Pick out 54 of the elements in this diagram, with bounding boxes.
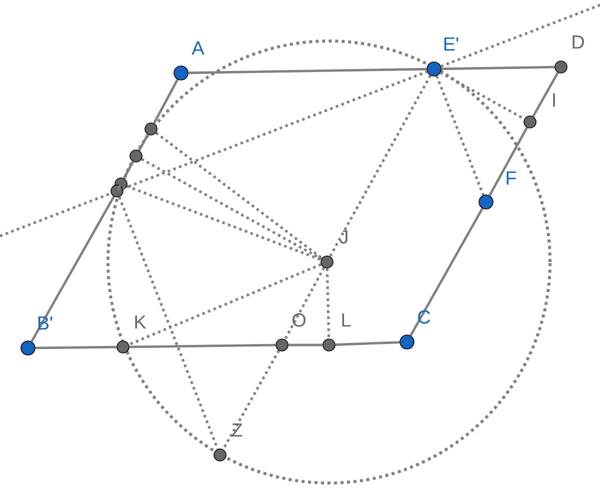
- point-label: B': [38, 316, 52, 330]
- point: [144, 122, 158, 136]
- dotted-line: [435, 75, 485, 196]
- dotted-line: [122, 70, 428, 190]
- point-label: J: [340, 230, 348, 244]
- segment: [441, 66, 555, 70]
- segment: [488, 127, 528, 196]
- point: [276, 338, 288, 352]
- segment: [30, 196, 115, 342]
- point: [426, 62, 442, 76]
- point: [554, 60, 568, 74]
- dotted-line: [326, 268, 330, 339]
- point-label: L: [342, 313, 351, 327]
- point: [20, 340, 36, 356]
- point-label: D: [572, 35, 584, 49]
- dotted-line: [140, 158, 322, 260]
- dotted-line: [440, 4, 600, 68]
- dotted-line: [155, 132, 323, 260]
- point-label: F: [506, 171, 516, 185]
- segment: [335, 341, 400, 346]
- point-label: I: [553, 93, 555, 107]
- point: [322, 338, 336, 352]
- point-label: C: [418, 310, 430, 324]
- segment: [410, 208, 484, 336]
- point: [116, 340, 130, 354]
- dotted-line: [128, 263, 322, 346]
- segment: [138, 134, 149, 151]
- dotted-line: [0, 192, 112, 238]
- point: [320, 256, 334, 268]
- segment: [129, 344, 276, 348]
- point: [174, 66, 188, 80]
- point-label: Z: [232, 423, 242, 437]
- dotted-line: [222, 350, 280, 450]
- segment: [116, 184, 122, 190]
- point: [400, 334, 414, 350]
- segment: [35, 346, 117, 350]
- point: [130, 150, 142, 162]
- segment: [122, 161, 134, 179]
- point-label: A: [192, 41, 204, 55]
- dotted-line: [118, 196, 219, 450]
- dotted-line: [284, 267, 326, 340]
- segment: [532, 72, 559, 118]
- point: [110, 184, 124, 198]
- segment: [288, 344, 323, 346]
- dotted-line: [126, 185, 322, 261]
- point-label: K: [135, 315, 146, 329]
- point-label: E': [444, 37, 458, 51]
- segment: [152, 78, 179, 124]
- segment: [188, 68, 427, 74]
- point: [214, 448, 226, 462]
- point-label: O: [292, 313, 306, 327]
- point: [478, 194, 494, 210]
- dotted-line: [328, 74, 432, 258]
- point: [524, 116, 536, 128]
